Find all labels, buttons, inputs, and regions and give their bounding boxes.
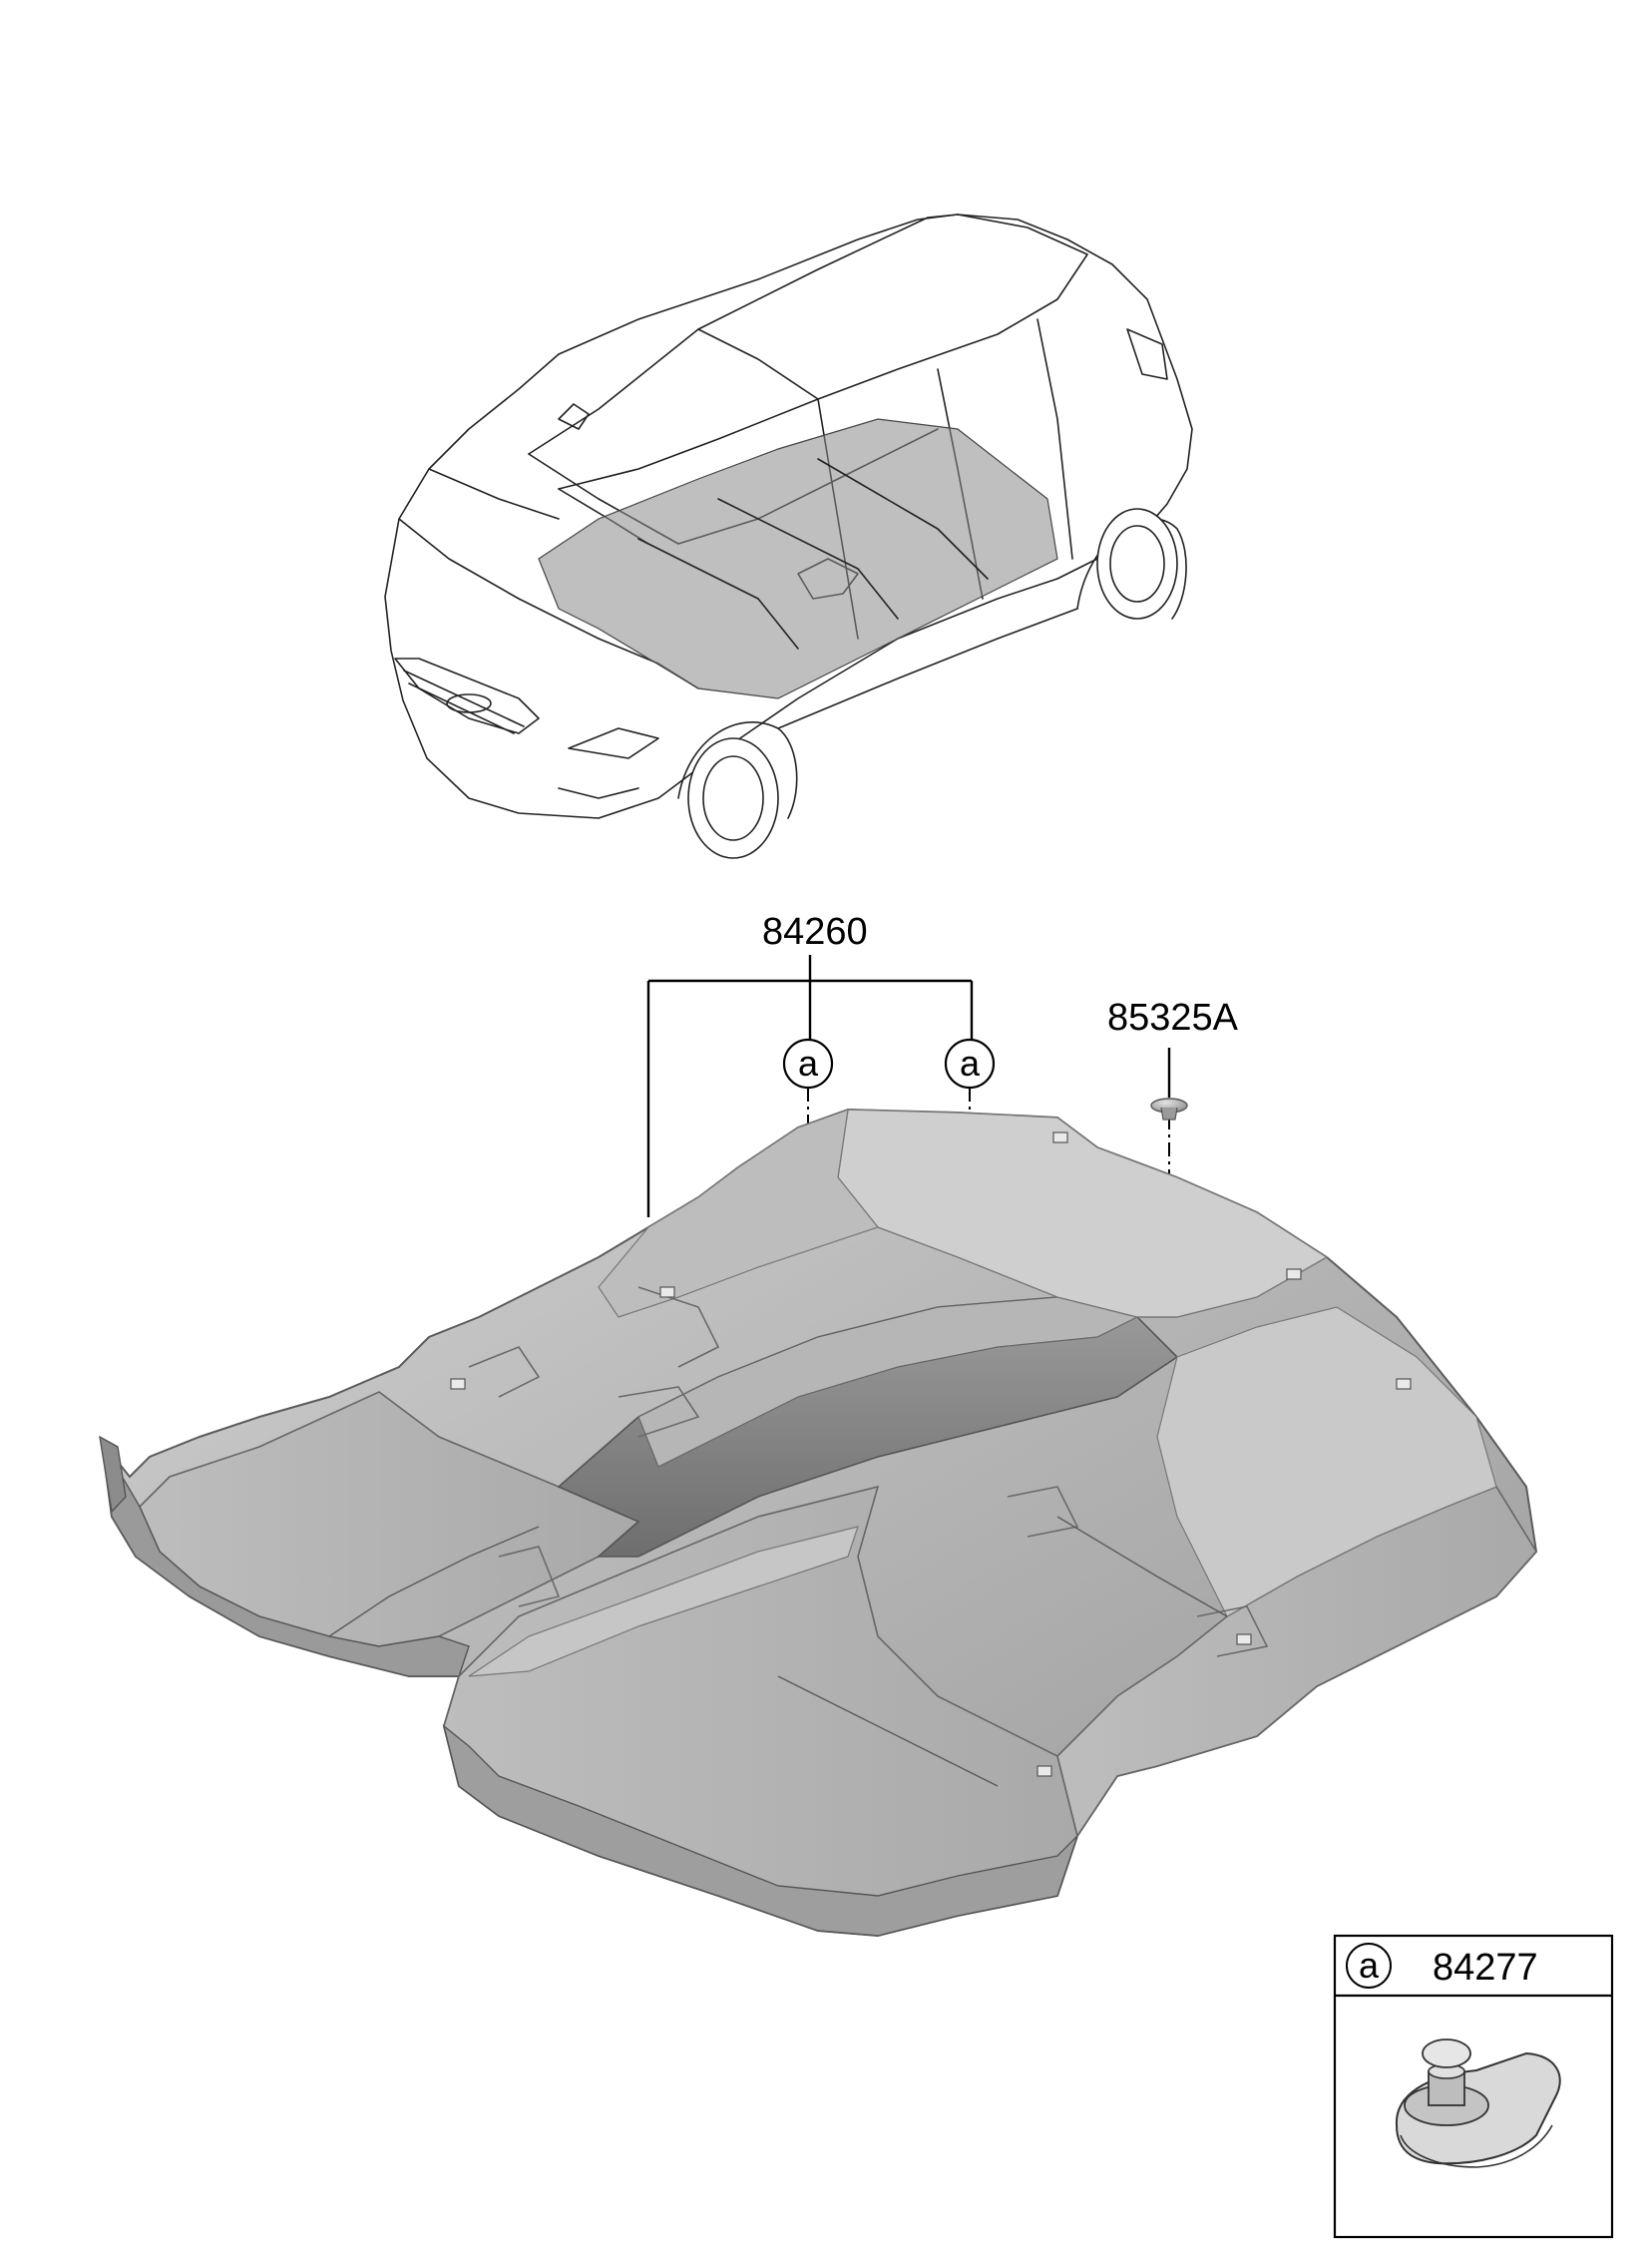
clip-part-number: 85325A: [1107, 997, 1239, 1039]
ref-letter-right: a: [960, 1043, 981, 1084]
ref-circle-a-right: a: [944, 1038, 996, 1090]
legend-part-number: 84277: [1433, 1947, 1538, 1989]
grommet-icon: [1395, 2038, 1561, 2168]
car-line-drawing: [384, 214, 1193, 859]
legend-ref-letter: a: [1359, 1945, 1380, 1986]
legend-box: a 84277: [1333, 1934, 1614, 2239]
carpet-part-number: 84260: [762, 911, 868, 953]
floor-carpet-illustration: [99, 1108, 1538, 1938]
ref-letter-left: a: [798, 1043, 819, 1084]
fastener-clip-icon: [1150, 1098, 1188, 1121]
ref-circle-a-left: a: [782, 1038, 834, 1090]
